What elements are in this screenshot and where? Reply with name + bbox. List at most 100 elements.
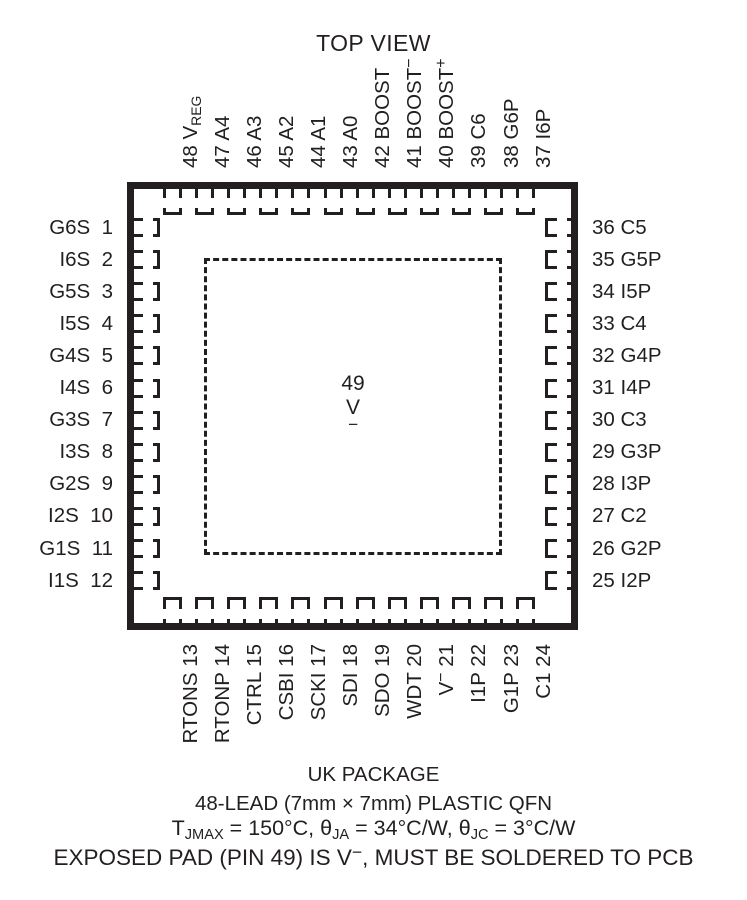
pin-pad-43 — [323, 186, 343, 215]
pin-label-28: 28 I3P — [592, 472, 652, 496]
exposed-pad-outline — [204, 258, 502, 555]
pin-label-7: G3S 7 — [49, 408, 113, 432]
pin-pad-31 — [545, 378, 574, 398]
exposed-pad-pin-number: 49 — [341, 371, 365, 395]
pin-pad-13 — [163, 597, 182, 626]
package-outline — [127, 182, 578, 630]
pin-label-32: 32 G4P — [592, 343, 662, 367]
pin-pad-36 — [545, 218, 574, 237]
pin-pad-11 — [131, 539, 160, 558]
pin-pad-3 — [131, 282, 160, 302]
pin-label-24: C1 24 — [531, 644, 555, 699]
pin-pad-41 — [387, 186, 407, 215]
pin-pad-38 — [484, 186, 503, 215]
pin-pad-29 — [545, 442, 574, 462]
exposed-pad-label: 49 V− — [204, 258, 502, 555]
pin-label-26: 26 G2P — [592, 536, 662, 560]
pin-label-42: 42 BOOST — [371, 67, 395, 168]
pin-label-14: RTONP 14 — [210, 644, 234, 744]
pin-pad-24 — [516, 597, 536, 626]
pin-pad-9 — [131, 474, 160, 494]
pin-label-30: 30 C3 — [592, 408, 647, 432]
pin-pad-5 — [131, 346, 160, 366]
pin-label-9: G2S 9 — [49, 472, 113, 496]
package-name: UK PACKAGE — [307, 763, 440, 786]
pin-pad-33 — [545, 314, 574, 334]
pin-label-43: 43 A0 — [339, 115, 362, 168]
pin-pad-20 — [387, 597, 407, 626]
exposed-pad-pin-name: V− — [345, 396, 360, 435]
pin-label-39: 39 C6 — [467, 113, 491, 168]
pin-label-38: 38 G6P — [499, 98, 523, 168]
pin-pad-46 — [227, 186, 247, 215]
pin-pad-15 — [227, 597, 247, 626]
pin-label-17: SCKI 17 — [306, 644, 330, 721]
package-description: 48-LEAD (7mm × 7mm) PLASTIC QFN — [194, 792, 553, 816]
pin-pad-35 — [545, 250, 574, 270]
pin-label-12: I1S 12 — [48, 568, 113, 592]
pin-pad-28 — [545, 474, 574, 494]
pin-pad-4 — [131, 314, 160, 334]
pin-label-31: 31 I4P — [592, 376, 652, 399]
pin-label-4: I5S 4 — [59, 311, 113, 335]
pin-pad-27 — [545, 506, 574, 526]
pin-label-44: 44 A1 — [306, 115, 330, 168]
pin-label-34: 34 I5P — [592, 279, 652, 303]
pin-pad-48 — [163, 186, 182, 215]
pin-pad-8 — [131, 442, 160, 462]
pin-label-16: CSBI 16 — [274, 644, 298, 721]
pin-pad-17 — [291, 597, 311, 626]
pin-pad-32 — [545, 346, 574, 366]
pin-pad-25 — [545, 571, 574, 591]
pin-pad-30 — [545, 410, 574, 430]
pin-label-15: CTRL 15 — [242, 644, 266, 726]
pin-pad-21 — [419, 597, 439, 626]
pin-pad-44 — [291, 186, 311, 215]
pin-label-21: V− 21 — [433, 644, 459, 696]
pin-label-3: G5S 3 — [49, 279, 113, 303]
pin-pad-16 — [259, 597, 279, 626]
pin-label-41: 41 BOOST− — [401, 58, 427, 168]
pin-pad-34 — [545, 282, 574, 302]
pin-label-19: SDO 19 — [371, 644, 395, 717]
pin-label-40: 40 BOOST+ — [433, 58, 459, 168]
pin-label-22: I1P 22 — [467, 644, 491, 703]
package-caption: UK PACKAGE 48-LEAD (7mm × 7mm) PLASTIC Q… — [0, 760, 747, 818]
pin-label-1: G6S 1 — [49, 215, 113, 239]
pin-pad-22 — [451, 597, 471, 626]
pin-pad-1 — [131, 218, 160, 237]
pin-label-8: I3S 8 — [59, 440, 113, 464]
pin-label-48: 48 VREG — [178, 95, 204, 168]
pin-label-37: 37 I6P — [531, 108, 555, 168]
pin-label-27: 27 C2 — [592, 504, 647, 528]
pin-pad-2 — [131, 250, 160, 270]
thermal-resistance-line: TJMAX = 150°C, θJA = 34°C/W, θJC = 3°C/W — [171, 816, 576, 844]
pin-pad-14 — [195, 597, 215, 626]
pin-label-46: 46 A3 — [242, 115, 266, 168]
pin-pad-40 — [419, 186, 439, 215]
pin-label-35: 35 G5P — [592, 247, 662, 271]
pin-pad-42 — [355, 186, 375, 215]
pin-pad-23 — [484, 597, 503, 626]
pin-pad-26 — [545, 539, 574, 558]
pin-label-20: WDT 20 — [403, 644, 427, 719]
exposed-pad-note-line: EXPOSED PAD (PIN 49) IS V−, MUST BE SOLD… — [53, 841, 694, 870]
pin-label-6: I4S 6 — [59, 376, 113, 399]
pin-label-11: G1S 11 — [39, 536, 113, 560]
pin-label-2: I6S 2 — [59, 247, 113, 271]
pin-label-5: G4S 5 — [49, 343, 113, 367]
pin-pad-12 — [131, 571, 160, 591]
pin-label-10: I2S 10 — [48, 504, 113, 528]
pin-label-18: SDI 18 — [339, 644, 362, 707]
pin-pad-7 — [131, 410, 160, 430]
pin-pad-37 — [516, 186, 536, 215]
pin-pad-19 — [355, 597, 375, 626]
pin-label-33: 33 C4 — [592, 311, 647, 335]
pin-label-45: 45 A2 — [274, 115, 298, 168]
pin-pad-18 — [323, 597, 343, 626]
pin-pad-6 — [131, 378, 160, 398]
pin-label-36: 36 C5 — [592, 215, 647, 239]
pin-label-25: 25 I2P — [592, 568, 652, 592]
pin-label-29: 29 G3P — [592, 440, 662, 464]
